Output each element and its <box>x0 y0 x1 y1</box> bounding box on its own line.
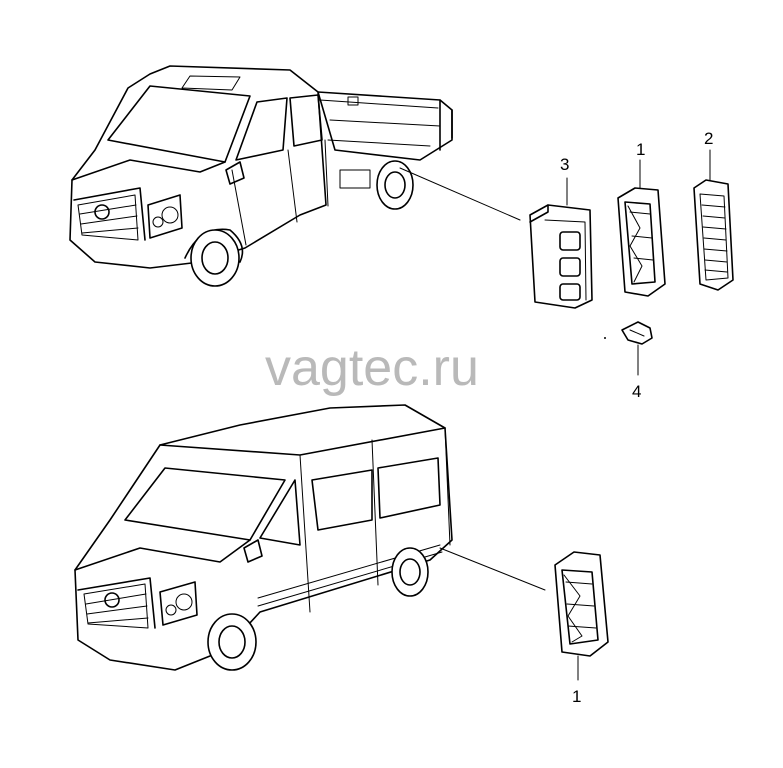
part-1-vent-top <box>617 159 666 297</box>
part-2-grille-mesh <box>693 149 734 291</box>
callout-part-2: 2 <box>704 129 713 148</box>
van-illustration <box>74 404 546 671</box>
callout-part-1-top: 1 <box>636 140 645 159</box>
callout-part-4: 4 <box>632 382 641 401</box>
pickup-truck-illustration <box>69 65 521 287</box>
part-1-vent-bottom <box>554 551 609 681</box>
watermark: vagtec.ru <box>265 339 479 397</box>
callout-part-3: 3 <box>560 155 569 174</box>
callout-part-1-bottom: 1 <box>572 687 581 706</box>
part-3-cover <box>529 177 593 309</box>
part-4-clip <box>604 321 653 376</box>
